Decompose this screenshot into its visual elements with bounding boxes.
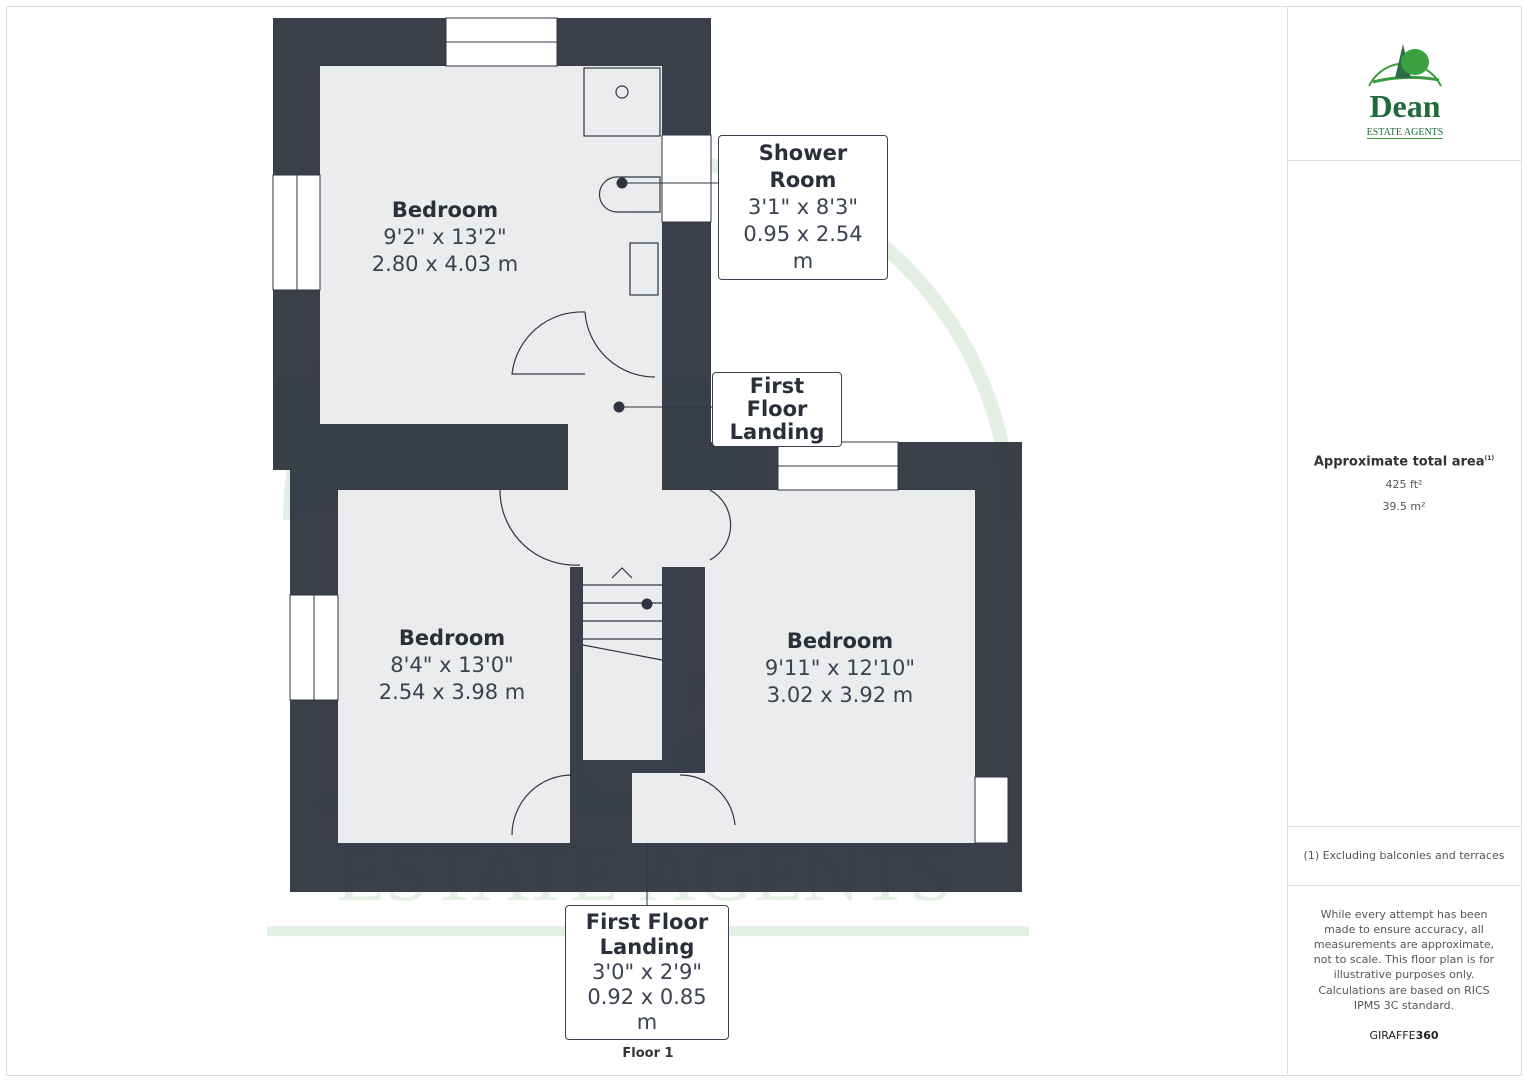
room-name: First Floor Landing xyxy=(585,910,709,959)
calculation-note: Calculations are based on RICS IPMS 3C s… xyxy=(1318,984,1490,1012)
divider xyxy=(1288,160,1521,161)
room-bedroom-2 xyxy=(338,490,570,843)
credit: GIRAFFE360 xyxy=(1290,1028,1518,1043)
tree-icon xyxy=(1368,44,1442,87)
room-metric: 2.80 x 4.03 m xyxy=(371,252,519,276)
room-metric: 2.54 x 3.98 m xyxy=(378,680,526,704)
room-landing-upper xyxy=(590,424,656,494)
room-imperial: 3'1" x 8'3" xyxy=(747,195,859,219)
door-swing xyxy=(511,311,586,375)
room-name: First Floor Landing xyxy=(729,374,825,444)
rooms xyxy=(320,66,975,843)
basin xyxy=(598,176,661,213)
toilet xyxy=(629,242,659,296)
shower-tray xyxy=(583,67,661,137)
door-swing xyxy=(511,774,573,836)
divider xyxy=(1288,885,1521,886)
door-swing xyxy=(709,489,732,561)
room-name: Bedroom xyxy=(391,198,499,222)
room-bedroom-3 xyxy=(705,490,975,843)
room-imperial: 9'11" x 12'10" xyxy=(764,656,916,680)
label-markers xyxy=(613,177,718,905)
room-label-bedroom-1: Bedroom 9'2" x 13'2" 2.80 x 4.03 m xyxy=(345,197,545,278)
credit-a: GIRAFFE xyxy=(1369,1029,1416,1042)
logo-brand: Dean xyxy=(1369,88,1441,124)
company-logo: Dean ESTATE AGENTS xyxy=(1355,38,1455,139)
room-label-bedroom-3: Bedroom 9'11" x 12'10" 3.02 x 3.92 m xyxy=(740,628,940,709)
footnote: (1) Excluding balconies and terraces xyxy=(1303,849,1505,862)
area-m: 39.5 m² xyxy=(1382,500,1426,513)
door-swing xyxy=(584,311,656,378)
room-label-landing-small: First Floor Landing 3'0" x 2'9" 0.92 x 0… xyxy=(565,905,729,1040)
area-ft: 425 ft² xyxy=(1385,478,1423,491)
room-name: Bedroom xyxy=(786,629,894,653)
room-shower xyxy=(568,66,662,490)
room-label-bedroom-2: Bedroom 8'4" x 13'0" 2.54 x 3.98 m xyxy=(352,625,552,706)
room-bedroom-1 xyxy=(320,66,568,424)
room-label-shower: Shower Room 3'1" x 8'3" 0.95 x 2.54 m xyxy=(718,135,888,280)
door-swing xyxy=(679,774,736,826)
room-imperial: 8'4" x 13'0" xyxy=(390,653,514,677)
room-name: Shower Room xyxy=(758,141,848,192)
room-label-landing-upper: First Floor Landing xyxy=(712,372,842,447)
room-metric: 3.02 x 3.92 m xyxy=(766,683,914,707)
room-metric: 0.92 x 0.85 m xyxy=(587,985,707,1034)
fixtures xyxy=(499,67,736,836)
area-footnote-ref: (1) xyxy=(1484,455,1495,462)
area-title-text: Approximate total area xyxy=(1313,454,1485,470)
disclaimer: While every attempt has been made to ens… xyxy=(1313,908,1495,981)
room-imperial: 3'0" x 2'9" xyxy=(591,960,703,984)
room-name: Bedroom xyxy=(398,626,506,650)
room-landing-small xyxy=(632,773,705,843)
room-imperial: 9'2" x 13'2" xyxy=(383,225,507,249)
credit-b: 360 xyxy=(1415,1029,1439,1042)
door-swing xyxy=(499,489,581,566)
info-panel xyxy=(1287,6,1522,1074)
divider xyxy=(1288,826,1521,827)
floor-label: Floor 1 xyxy=(622,1046,674,1061)
logo-sub: ESTATE AGENTS xyxy=(1366,127,1444,139)
area-title: Approximate total area(1) xyxy=(1290,451,1518,469)
room-metric: 0.95 x 2.54 m xyxy=(743,222,863,273)
windows xyxy=(272,17,1009,844)
stairs xyxy=(583,567,662,760)
